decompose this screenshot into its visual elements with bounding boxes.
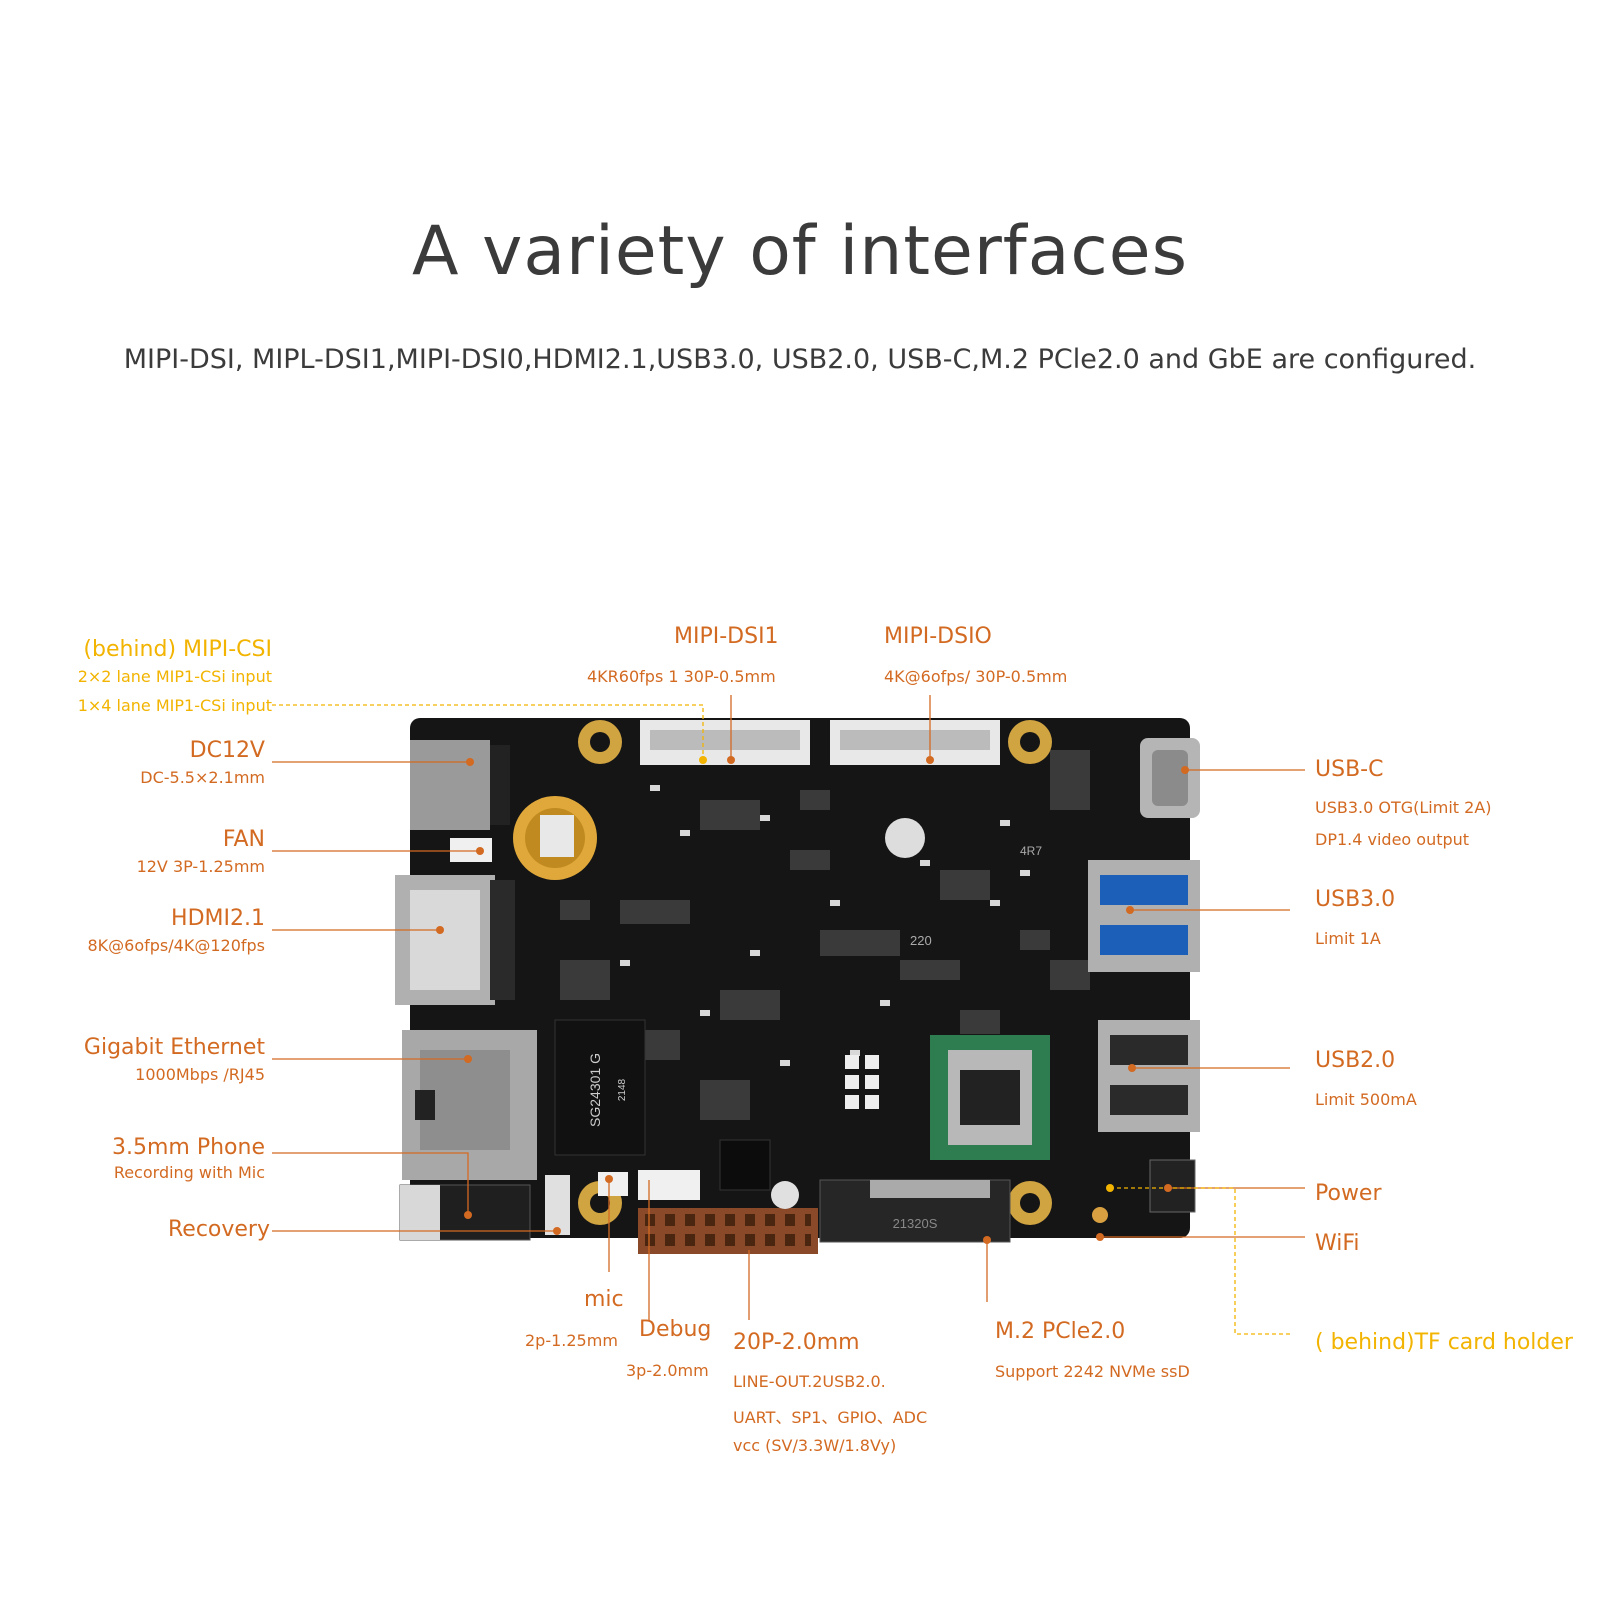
- wifi-title: WiFi: [1315, 1231, 1360, 1256]
- recovery-title: Recovery: [167, 1217, 270, 1242]
- wifi-antenna-connector: [1092, 1207, 1108, 1223]
- tf-title: ( behind)TF card holder: [1315, 1330, 1573, 1355]
- gpio-line1: LINE-OUT.2USB2.0.: [733, 1372, 886, 1391]
- mipi-dsi0-sub: 4K@6ofps/ 30P-0.5mm: [884, 667, 1068, 686]
- mipi-csi-line1: 2×2 lane MIP1-CSi input: [77, 667, 272, 686]
- usb3-port-upper: [1100, 875, 1188, 905]
- usb3-title: USB3.0: [1315, 887, 1396, 912]
- m2-sub: Support 2242 NVMe ssD: [995, 1362, 1190, 1381]
- mipi-dsi1-slot: [650, 730, 800, 750]
- debug-sub: 3p-2.0mm: [626, 1361, 709, 1380]
- mipi-dsi1-sub: 4KR60fps 1 30P-0.5mm: [587, 667, 776, 686]
- phone-sub: Recording with Mic: [113, 1163, 265, 1182]
- usbc-line1: USB3.0 OTG(Limit 2A): [1315, 798, 1492, 817]
- leader-dots: [436, 756, 1189, 1244]
- m2-contacts: [870, 1180, 990, 1198]
- usbc-title: USB-C: [1315, 757, 1384, 782]
- usb2-port-upper: [1110, 1035, 1188, 1065]
- phone-title: 3.5mm Phone: [112, 1135, 265, 1160]
- hdmi-port-inner: [410, 890, 480, 990]
- fan-sub: 12V 3P-1.25mm: [136, 857, 265, 876]
- debug-connector: [638, 1170, 700, 1200]
- ethernet-sub: 1000Mbps /RJ45: [135, 1065, 265, 1084]
- ethernet-transformer: [554, 1019, 646, 1156]
- mipi-dsi1-title: MIPI-DSI1: [674, 624, 779, 649]
- usb2-title: USB2.0: [1315, 1048, 1396, 1073]
- pcb-components: [560, 750, 1090, 1120]
- fan-title: FAN: [222, 827, 265, 852]
- hdmi-sub: 8K@6ofps/4K@120fps: [87, 936, 266, 955]
- power-header: [1149, 1159, 1196, 1213]
- debug-title: Debug: [639, 1317, 712, 1342]
- phone-leader: [272, 1152, 469, 1215]
- ethernet-chip-code: 2148: [617, 1078, 628, 1101]
- audio-jack-ring: [400, 1185, 440, 1240]
- inductor-label: 4R7: [1020, 844, 1042, 858]
- wifi-chip: [960, 1070, 1020, 1125]
- ethernet-title: Gigabit Ethernet: [83, 1035, 265, 1060]
- hdmi-shield: [490, 880, 515, 1000]
- usbc-port-inner: [1152, 750, 1188, 806]
- usb3-port-lower: [1100, 925, 1188, 955]
- recovery-button: [545, 1175, 570, 1235]
- gpio-line3: vcc (SV/3.3W/1.8Vy): [733, 1436, 897, 1455]
- mipi-csi-title: (behind) MIPI-CSI: [83, 637, 272, 662]
- mic-title: mic: [584, 1287, 624, 1312]
- usb2-sub: Limit 500mA: [1315, 1090, 1417, 1109]
- usb3-sub: Limit 1A: [1315, 929, 1381, 948]
- power-title: Power: [1315, 1181, 1382, 1206]
- status-led-grid: [845, 1055, 879, 1109]
- gpio-line2: UART、SP1、GPIO、ADC: [733, 1408, 928, 1427]
- dc12v-title: DC12V: [189, 738, 265, 763]
- rj45-latch: [415, 1090, 435, 1120]
- mic-connector: [598, 1172, 628, 1196]
- ethernet-chip-label: SG24301 G: [587, 1053, 603, 1127]
- mic-sub: 2p-1.25mm: [525, 1331, 618, 1350]
- tf-leader: [1110, 1187, 1290, 1335]
- usb-hub-chip: [719, 1139, 771, 1191]
- small-cap: [771, 1181, 799, 1209]
- leader-lines: [272, 695, 1305, 1335]
- dc-jack: [410, 740, 490, 830]
- gpio-title: 20P-2.0mm: [733, 1330, 860, 1355]
- csi-leader: [272, 704, 704, 760]
- mipi-dsi0-slot: [840, 730, 990, 750]
- gpio-pins: [645, 1214, 811, 1246]
- battery-clip: [540, 815, 574, 857]
- dc12v-sub: DC-5.5×2.1mm: [140, 768, 265, 787]
- led-circle: [885, 818, 925, 858]
- hdmi-title: HDMI2.1: [171, 906, 265, 931]
- page-title: A variety of interfaces: [411, 212, 1189, 291]
- mipi-dsi0-title: MIPI-DSIO: [884, 624, 992, 649]
- m2-title: M.2 PCle2.0: [995, 1319, 1126, 1344]
- m2-code: 21320S: [893, 1216, 938, 1231]
- board: SG24301 G 2148 21320S 4: [395, 718, 1200, 1254]
- usb2-port-lower: [1110, 1085, 1188, 1115]
- page-subtitle: MIPI-DSI, MIPL-DSI1,MIPI-DSI0,HDMI2.1,US…: [123, 344, 1477, 375]
- usbc-line2: DP1.4 video output: [1315, 830, 1470, 849]
- inductor2-label: 220: [910, 933, 932, 948]
- dc-jack-side: [490, 745, 510, 825]
- fan-connector: [450, 838, 492, 862]
- mipi-csi-line2: 1×4 lane MIP1-CSi input: [77, 696, 272, 715]
